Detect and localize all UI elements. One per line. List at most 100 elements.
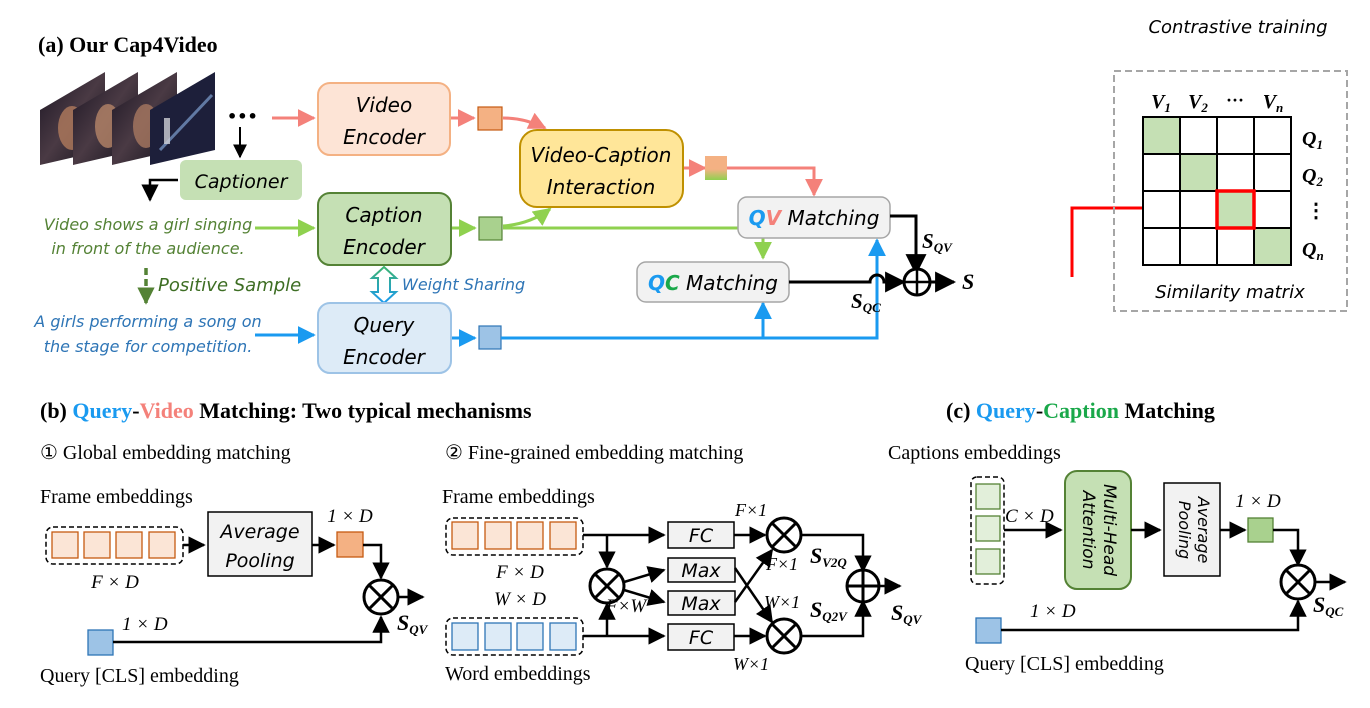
fc-label: FC [689,525,714,547]
panel-c-title: (c) Query-Caption Matching [946,398,1215,423]
caption-query-dim: 1 × D [1030,601,1076,622]
caption-pooling-label-2: Pooling [1175,501,1194,559]
query-text-line2: the stage for competition. [44,337,253,356]
attention-label-2: Attention [1078,490,1098,570]
f1-mid-label: F×1 [765,554,798,574]
query-text-line1: A girls performing a song on [33,312,261,331]
caption-out-dim: 1 × D [1235,491,1281,512]
arrow-caption-emb-to-qc [503,226,772,260]
panel-b: (b) Query-Video Matching: Two typical me… [40,398,923,687]
global-query-embedding [87,629,114,656]
caption-encoder-label-1: Caption [345,203,422,227]
matrix-col-ellipsis: ··· [1226,90,1244,110]
captioner-box [180,160,302,200]
word-embedding [549,622,577,651]
video-frames [40,72,215,165]
matrix-cell [1179,116,1218,155]
query-encoder-box [317,302,452,374]
word-embedding [516,622,544,651]
matrix-cell [1253,153,1292,192]
caption-query-label: Query [CLS] embedding [965,653,1164,675]
frame-embedding [549,521,577,550]
fc-box-frame [667,521,735,549]
weight-sharing-label: Weight Sharing [402,275,525,294]
caption-embedding [975,483,1001,510]
global-video-embedding [336,531,364,558]
arrow-sqc [789,271,907,293]
video-encoder-label-1: Video [356,93,412,117]
word-embeddings-label: Word embeddings [445,663,591,685]
matrix-cell-positive [1216,190,1255,229]
matrix-col-label: V2 [1188,91,1208,115]
frame-embedding [516,521,544,550]
global-matching-heading: ① Global embedding matching [40,442,291,464]
max-box-1 [667,557,736,583]
fc-label: FC [689,627,714,649]
fine-s-qv-label: SQV [891,600,923,627]
query-encoder-label-1: Query [354,313,416,337]
global-s-qv-label: SQV [397,610,429,637]
matrix-cell [1216,153,1255,192]
f1-top-label: F×1 [734,500,767,520]
caption-embedding [975,515,1001,542]
fine-frame-label: Frame embeddings [442,486,595,508]
matrix-row-label: Q1 [1302,128,1323,152]
panel-a-title: (a) Our Cap4Video [38,32,218,57]
arrow-captioner-to-caption [141,178,178,202]
video-caption-interaction-box [519,129,684,208]
fine-wxd-label: W × D [494,589,546,610]
matrix-cell [1142,227,1181,266]
caption-query-embedding [975,617,1002,644]
caption-pooling-label-1: Average [1194,496,1213,564]
caption-encoder-box [317,192,452,266]
caption-pooled-embedding [1247,517,1274,543]
arrow-caption-emb-to-interaction [502,207,552,228]
panel-b-title: (b) Query-Video Matching: Two typical me… [40,398,532,423]
captions-embeddings-label: Captions embeddings [888,442,1061,464]
fused-video-embedding [705,156,727,180]
captioner-label: Captioner [195,171,289,193]
cxd-label: C × D [1005,506,1054,527]
s-qc-label: SQC [851,289,881,315]
s-qv-label: SQV [922,229,953,255]
frame-embedding [148,531,176,559]
arrow-video-emb-to-interaction [502,112,547,130]
w1-mid-label: W×1 [764,592,800,612]
interaction-label-1: Video-Caption [531,143,672,167]
s-v2q-label: SV2Q [810,543,847,570]
matrix-row-ellipsis: ⋮ [1306,200,1326,222]
video-encoder-box [317,82,451,156]
video-encoder-label-2: Encoder [343,125,427,149]
query-embedding [478,325,502,350]
caption-embedding [975,548,1001,575]
caption-embedding [478,216,503,241]
caption-s-qc-label: SQC [1313,592,1344,619]
frames-ellipsis: ••• [227,107,258,126]
max-label: Max [681,560,721,582]
fxd-label: F × D [90,572,139,593]
matrix-cell-positive [1142,116,1181,155]
global-pooling-label-2: Pooling [225,550,294,572]
frame-embedding [484,521,512,550]
generated-caption-line2: in front of the audience. [51,239,244,258]
interaction-label-2: Interaction [547,175,656,199]
s-q2v-label: SQ2V [810,597,848,624]
arrow-fused-to-qv [727,166,823,197]
video-embedding [477,106,503,131]
arrow-sqv [890,214,927,276]
global-out-dim: 1 × D [327,506,373,527]
positive-sample-label: Positive Sample [158,275,301,296]
matrix-row-label: Q2 [1302,165,1323,189]
matrix-cell [1179,227,1218,266]
matrix-cell-positive [1253,227,1292,266]
qv-matching-label: QV Matching [749,206,880,230]
fine-matching-heading: ② Fine-grained embedding matching [445,442,743,464]
max-label: Max [681,593,721,615]
similarity-matrix [1142,116,1292,266]
fine-fxd-label: F × D [495,562,544,583]
global-query-label: Query [CLS] embedding [40,665,239,687]
global-average-pooling-box [207,511,313,577]
fine-frame-embeddings-group [445,517,584,556]
frame-embedding [451,521,479,550]
word-embedding [451,622,479,651]
